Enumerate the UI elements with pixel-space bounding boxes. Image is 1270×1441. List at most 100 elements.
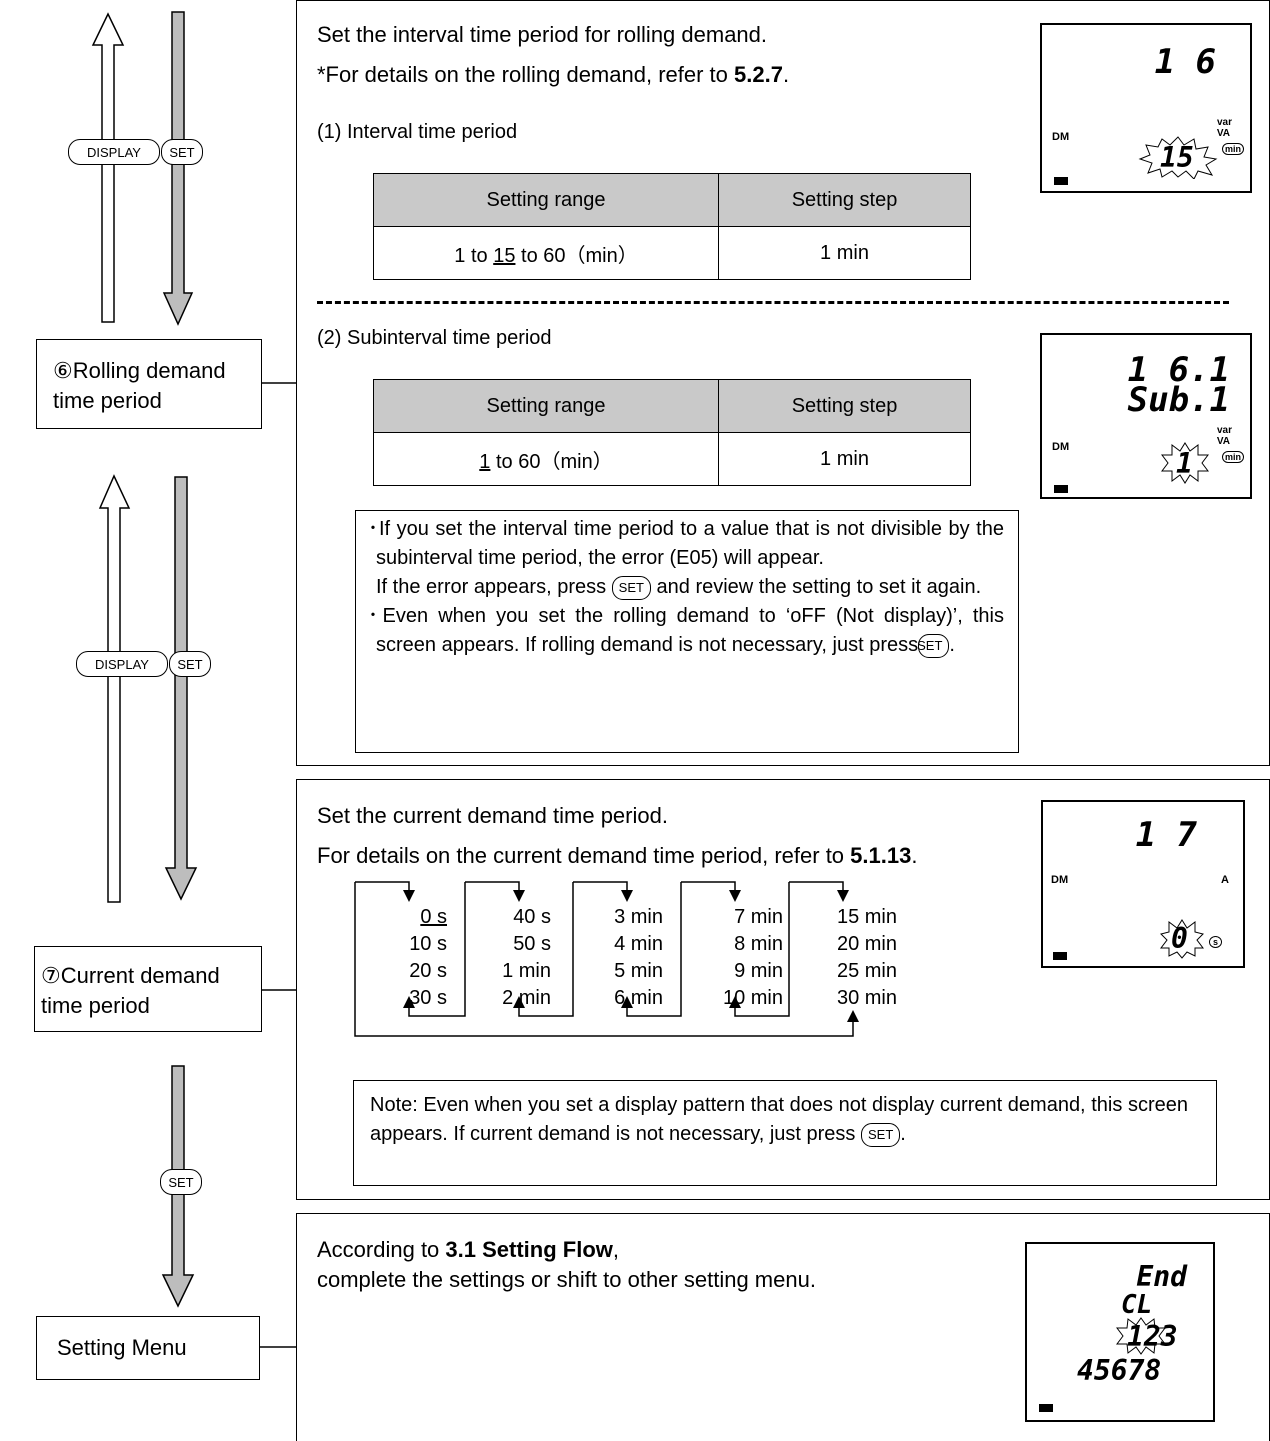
lcd-subinterval: 1 6.1 Sub.1 DM var VA min 1 bbox=[1040, 333, 1252, 499]
cycle-item: 3 min bbox=[614, 906, 663, 928]
lcd-end-indicator bbox=[1039, 1404, 1053, 1412]
note-line3: ･Even when you set the rolling demand to… bbox=[368, 605, 1004, 658]
subinterval-step-cell: 1 min bbox=[718, 432, 971, 486]
cycle-item: 20 s bbox=[409, 960, 447, 982]
interval-title: (1) Interval time period bbox=[317, 121, 518, 143]
lcd-current-indicator bbox=[1053, 952, 1067, 960]
lcd-end: End CL 123 45678 bbox=[1025, 1242, 1215, 1422]
cycle-item: 10 s bbox=[409, 933, 447, 955]
section-divider bbox=[317, 301, 1229, 304]
note-line2: If the error appears, press SET and revi… bbox=[376, 575, 982, 600]
menu-label: Setting Menu bbox=[57, 1335, 187, 1360]
cycle-item: 15 min bbox=[836, 906, 897, 928]
interval-range-cell: 1 to 15 to 60（min） bbox=[373, 226, 719, 280]
cycle-item: 4 min bbox=[614, 933, 663, 955]
flow-arrows bbox=[91, 11, 296, 1348]
subinterval-header-range: Setting range bbox=[373, 379, 719, 433]
ref-text: *For details on the rolling demand, refe… bbox=[317, 62, 735, 87]
subinterval-range-cell: 1 to 60（min） bbox=[373, 432, 719, 486]
lcd-subinterval-indicator bbox=[1054, 485, 1068, 493]
step7-label: ⑦Current demand time period bbox=[41, 963, 220, 1018]
menu-flow-ref[interactable]: 3.1 Setting Flow bbox=[445, 1237, 613, 1262]
lcd-interval-code: 1 6 bbox=[1154, 42, 1216, 82]
lcd-subinterval-code: 1 6.1 bbox=[1127, 350, 1230, 390]
section7-ref-number[interactable]: 5.1.13 bbox=[850, 843, 912, 868]
cycle-item: 20 min bbox=[836, 933, 897, 955]
cycle-item: 7 min bbox=[734, 906, 783, 928]
lcd-current-sub-unit: s bbox=[1209, 936, 1223, 948]
interval-header-step: Setting step bbox=[718, 173, 971, 227]
lcd-interval-value: 15 bbox=[1160, 141, 1194, 174]
set-key-2[interactable]: SET bbox=[169, 651, 211, 677]
lcd-end-line4: 45678 bbox=[1077, 1354, 1162, 1387]
interval-table: Setting range Setting step 1 to 15 to 60… bbox=[373, 173, 971, 280]
cycle-item: 6 min bbox=[614, 987, 663, 1009]
display-key-2[interactable]: DISPLAY bbox=[76, 651, 168, 677]
lcd-current-mode: DM bbox=[1051, 874, 1069, 886]
lcd-interval-unit-top: var bbox=[1216, 117, 1232, 128]
cycle-col-2: 40 s 50 s 1 min 2 min bbox=[487, 904, 551, 1012]
cycle-item: 0 s bbox=[420, 906, 447, 928]
section6-intro: Set the interval time period for rolling… bbox=[317, 22, 768, 47]
lcd-current-code: 1 7 bbox=[1135, 815, 1197, 855]
section7-ref: For details on the current demand time p… bbox=[317, 843, 918, 868]
cycle-item: 8 min bbox=[734, 933, 783, 955]
set-key-inline-2[interactable]: SET bbox=[917, 633, 950, 658]
set-key-inline-1[interactable]: SET bbox=[611, 575, 651, 600]
menu-line1: According to 3.1 Setting Flow, bbox=[317, 1237, 619, 1262]
interval-header-range: Setting range bbox=[373, 173, 719, 227]
cycle-item: 50 s bbox=[513, 933, 551, 955]
lcd-current-value: 0 bbox=[1171, 922, 1188, 955]
cycle-item: 1 min bbox=[502, 960, 551, 982]
display-key-1[interactable]: DISPLAY bbox=[68, 139, 160, 165]
cycle-item: 30 min bbox=[836, 987, 897, 1009]
cycle-item: 9 min bbox=[734, 960, 783, 982]
subinterval-table: Setting range Setting step 1 to 60（min） … bbox=[373, 379, 971, 486]
ref-number[interactable]: 5.2.7 bbox=[734, 62, 783, 87]
lcd-end-blink-burst bbox=[1116, 1317, 1166, 1355]
lcd-end-line1: End bbox=[1136, 1260, 1187, 1293]
lcd-current-unit: A bbox=[1221, 874, 1229, 886]
lcd-interval-unit-mid: VA bbox=[1216, 128, 1230, 139]
lcd-subinterval-value: 1 bbox=[1176, 447, 1193, 480]
lcd-interval: 1 6 DM var VA min 15 bbox=[1040, 23, 1252, 193]
lcd-subinterval-blink-burst bbox=[1161, 442, 1209, 484]
cycle-col-5: 15 min 20 min 25 min 30 min bbox=[813, 904, 897, 1012]
section7-panel: Set the current demand time period. For … bbox=[296, 779, 1270, 1200]
lcd-interval-mode: DM bbox=[1052, 131, 1070, 143]
cycle-col-4: 7 min 8 min 9 min 10 min bbox=[699, 904, 783, 1012]
cycle-item: 5 min bbox=[614, 960, 663, 982]
cycle-col-1: 0 s 10 s 20 s 30 s bbox=[391, 904, 447, 1012]
lcd-interval-indicator bbox=[1054, 177, 1068, 185]
set-key-inline-3[interactable]: SET bbox=[860, 1122, 901, 1147]
subinterval-title: (2) Subinterval time period bbox=[317, 327, 552, 349]
lcd-subinterval-sub: Sub.1 bbox=[1127, 380, 1230, 420]
lcd-interval-blink-burst bbox=[1138, 136, 1218, 179]
cycle-item: 25 min bbox=[836, 960, 897, 982]
section7-intro: Set the current demand time period. bbox=[317, 803, 668, 828]
set-key-1[interactable]: SET bbox=[161, 139, 203, 165]
subinterval-header-step: Setting step bbox=[718, 379, 971, 433]
menu-panel: According to 3.1 Setting Flow, complete … bbox=[296, 1213, 1270, 1441]
lcd-current-blink-burst bbox=[1160, 919, 1204, 959]
lcd-subinterval-unit-top: var bbox=[1216, 425, 1232, 436]
lcd-subinterval-unit-bot: min bbox=[1221, 451, 1244, 463]
lcd-end-line2: CL bbox=[1121, 1290, 1153, 1320]
lcd-subinterval-mode: DM bbox=[1052, 441, 1070, 453]
cycle-item: 30 s bbox=[409, 987, 447, 1009]
cycle-item: 40 s bbox=[513, 906, 551, 928]
menu-box: Setting Menu bbox=[36, 1316, 260, 1380]
step6-label: ⑥Rolling demand time period bbox=[53, 358, 226, 413]
section7-note: Note: Even when you set a display patter… bbox=[353, 1080, 1217, 1186]
cycle-item: 2 min bbox=[502, 987, 551, 1009]
step6-box: ⑥Rolling demand time period bbox=[36, 339, 262, 429]
interval-step-cell: 1 min bbox=[718, 226, 971, 280]
menu-line2: complete the settings or shift to other … bbox=[317, 1267, 816, 1292]
lcd-current-demand: 1 7 DM A 0 s bbox=[1041, 800, 1245, 968]
step7-box: ⑦Current demand time period bbox=[34, 946, 262, 1032]
lcd-end-line3: 123 bbox=[1127, 1320, 1178, 1353]
lcd-subinterval-unit-mid: VA bbox=[1216, 436, 1230, 447]
set-key-3[interactable]: SET bbox=[160, 1169, 202, 1195]
section6-ref: *For details on the rolling demand, refe… bbox=[317, 62, 790, 87]
cycle-col-3: 3 min 4 min 5 min 6 min bbox=[593, 904, 663, 1012]
